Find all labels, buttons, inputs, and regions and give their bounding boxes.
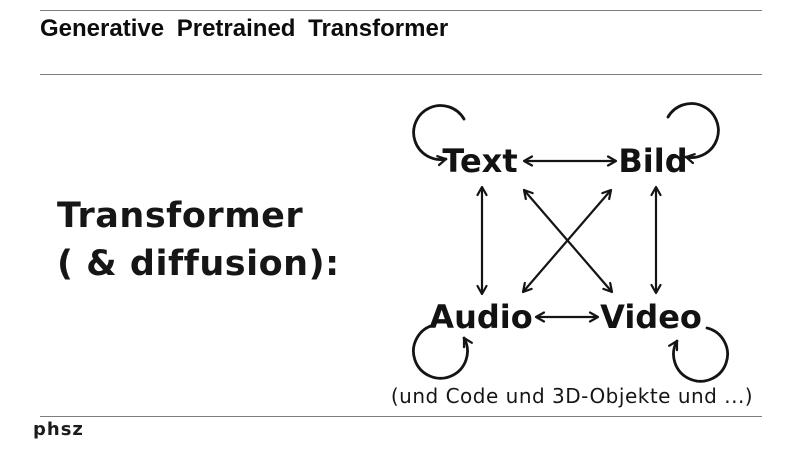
slide-heading-line2: ( & diffusion):: [57, 244, 340, 284]
page-title: Generative Pretrained Transformer: [40, 15, 449, 42]
node-text: Text: [442, 142, 517, 180]
top-rule: [40, 10, 762, 11]
self-loop-audio: [412, 323, 473, 380]
slide-heading: Transformer ( & diffusion):: [57, 192, 340, 288]
node-video: Video: [600, 298, 702, 336]
self-loop-text: [412, 104, 466, 167]
diagram-caption: (und Code und 3D-Objekte und ...): [391, 384, 753, 408]
phsz-logo: phsz: [33, 419, 84, 440]
node-audio: Audio: [429, 298, 532, 336]
footer-rule: [40, 416, 762, 417]
node-bild: Bild: [618, 142, 687, 180]
slide-heading-line1: Transformer: [57, 196, 304, 236]
self-loop-bild: [666, 102, 720, 165]
title-divider-rule: [40, 74, 762, 75]
edge-bild-audio: [521, 188, 613, 294]
modality-diagram: Text Bild Audio Video (und Code und 3D-O…: [391, 102, 753, 408]
self-loop-video: [668, 326, 729, 383]
